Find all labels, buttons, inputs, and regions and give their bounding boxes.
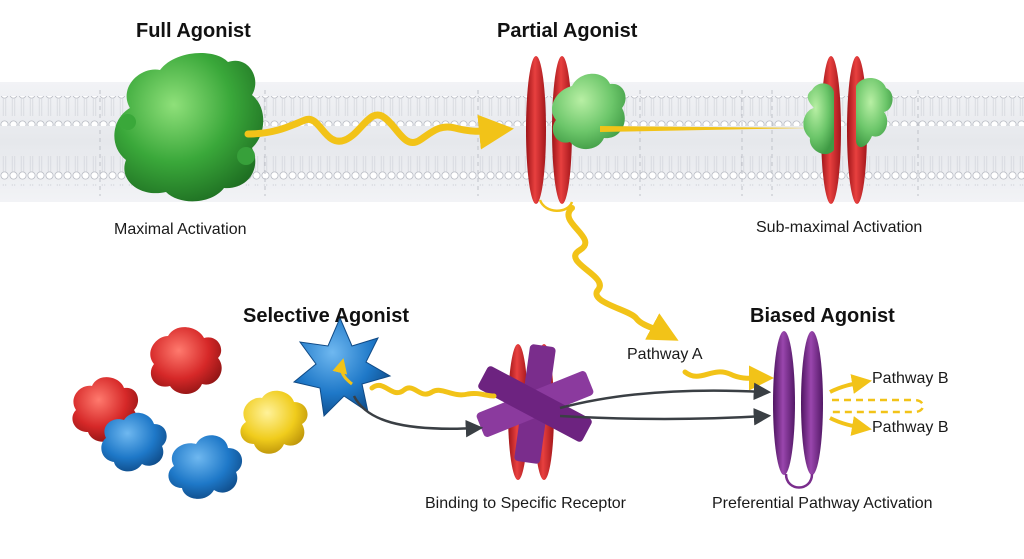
selective-signal-wave [369, 383, 497, 399]
maximal-activation-label: Maximal Activation [114, 221, 247, 238]
binding-specific-receptor-label: Binding to Specific Receptor [425, 495, 626, 512]
pathway-b-lower-arrow [829, 416, 872, 436]
pathway-b-upper-arrow [829, 374, 872, 394]
partial-agonist-title: Partial Agonist [497, 20, 638, 42]
full-agonist-title: Full Agonist [136, 20, 251, 42]
receptor-to-biased-arrow-lower [559, 408, 772, 426]
ligand-yellow [240, 390, 308, 454]
pathway-a-signal-wave [565, 205, 679, 341]
selective-inner-arrow [332, 358, 353, 386]
pathway-b-dashed-loop [832, 398, 925, 414]
ligand-blue-left [101, 412, 167, 472]
selective-receptor [476, 344, 594, 480]
pathway-b-upper-label: Pathway B [872, 370, 949, 387]
full-agonist-molecule [114, 52, 264, 202]
ligand-red-top [150, 327, 222, 394]
ligand-blue-bottom [168, 435, 243, 499]
selective-agonist-title: Selective Agonist [243, 305, 409, 327]
pathway-a-arrow [682, 365, 774, 391]
pathway-b-lower-label: Pathway B [872, 419, 949, 436]
submaximal-receptor [803, 56, 893, 204]
partial-agonist-signal [600, 126, 810, 132]
biased-agonist-receptor [773, 331, 823, 489]
submaximal-activation-label: Sub-maximal Activation [756, 219, 923, 236]
preferential-pathway-activation-label: Preferential Pathway Activation [712, 495, 933, 512]
biased-agonist-title: Biased Agonist [750, 305, 895, 327]
full-agonist-signal-wave [244, 111, 514, 150]
receptor-to-biased-arrow-upper [559, 382, 772, 410]
selective-binding-arrow [352, 395, 484, 438]
pathway-a-label: Pathway A [627, 346, 703, 363]
